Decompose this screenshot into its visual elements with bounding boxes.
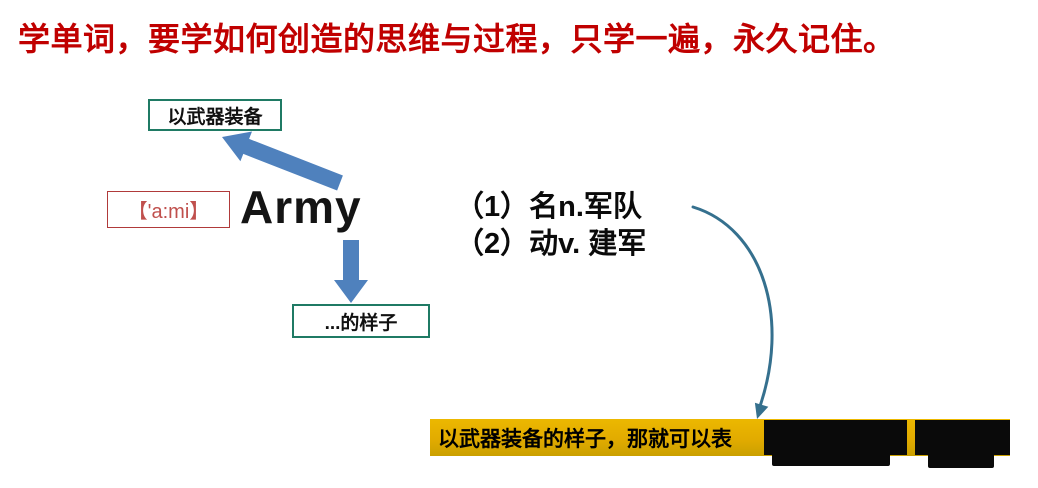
phonetic-box: 【'a:mi】	[107, 191, 230, 228]
redacted-text-block	[772, 453, 890, 466]
meaning-line-1: （1）名n.军队	[455, 191, 642, 223]
suffix-box: ...的样子	[292, 304, 430, 338]
curved-arrow-head-icon	[754, 402, 769, 419]
etymology-label: 以武器装备	[167, 106, 263, 128]
phonetic-label: 【'a:mi】	[127, 201, 210, 223]
note-bar: 以武器装备的样子，那就可以表	[430, 419, 1010, 456]
slide-title: 学单词，要学如何创造的思维与过程，只学一遍，永久记住。	[18, 21, 896, 57]
note-text: 以武器装备的样子，那就可以表	[438, 427, 732, 451]
word-army: Army	[240, 181, 362, 233]
redacted-text-block	[928, 453, 994, 468]
etymology-box: 以武器装备	[148, 99, 282, 131]
redacted-text-block	[915, 420, 1010, 455]
redacted-text-block	[764, 420, 907, 455]
meaning-line-2: （2）动v. 建军	[455, 228, 647, 260]
meanings-list: （1）名n.军队 （2）动v. 建军	[455, 189, 646, 263]
arrow-to-suffix-icon	[334, 240, 368, 303]
curved-arrow-icon	[691, 205, 774, 414]
suffix-label: ...的样子	[324, 312, 398, 334]
